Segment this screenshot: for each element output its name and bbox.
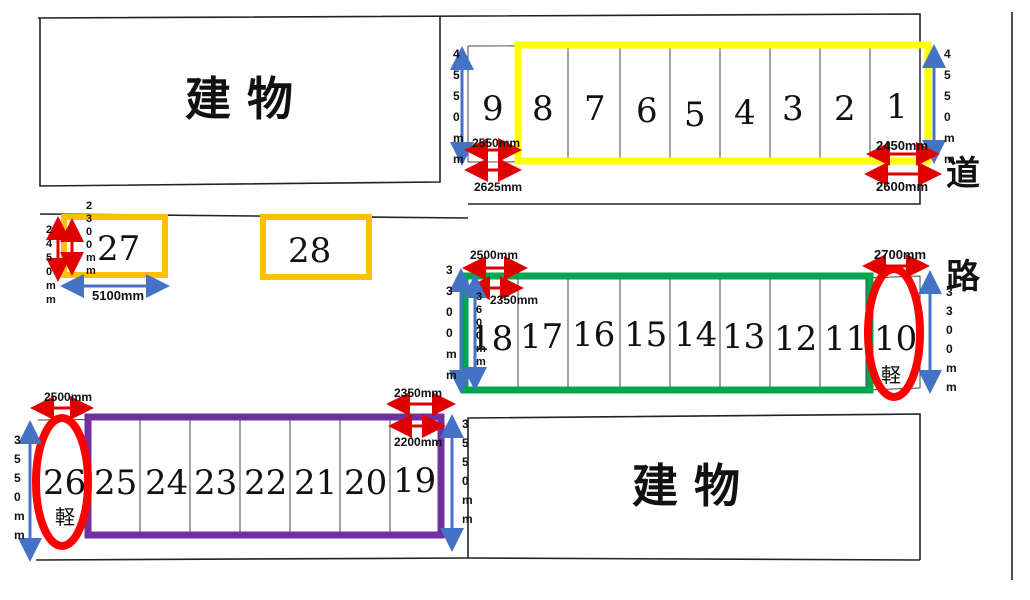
dim-2350-bottom: 2350mm: [394, 386, 442, 400]
space-14: 14: [674, 315, 717, 355]
space-4: 4: [734, 93, 756, 133]
dim-2600: 2600mm: [876, 179, 928, 194]
dim-2200: 2200mm: [394, 435, 442, 449]
space-26: 26: [43, 463, 86, 503]
space-2: 2: [834, 89, 856, 129]
row-top-spaces: 9 8 7 6 5 4 3 2 1: [467, 43, 921, 163]
space-5: 5: [684, 95, 706, 135]
space-9: 9: [482, 89, 504, 129]
yellow-group-frame: [514, 41, 932, 165]
dim-2625: 2625mm: [474, 180, 522, 194]
space-13: 13: [722, 317, 765, 357]
space-15: 15: [624, 315, 667, 355]
dim-2450-top: 2450mm: [876, 138, 928, 153]
dim-2350-mid: 2350mm: [490, 293, 538, 307]
space-8: 8: [532, 89, 554, 129]
dim-5100: 5100mm: [92, 288, 144, 303]
space-19: 19: [393, 461, 436, 501]
space-25: 25: [94, 463, 137, 503]
space-1: 1: [886, 87, 908, 127]
dim-2700: 2700mm: [874, 247, 926, 262]
building-label-top: 建 物: [185, 72, 293, 126]
kei-label-10: 軽: [881, 363, 901, 387]
space-22: 22: [244, 463, 287, 503]
row-bottom-spaces: 26 軽 25 24 23 22 21 20 19: [37, 415, 441, 536]
horizontal-dimension-labels: 2550mm 2625mm 2450mm 2600mm 5100mm 2500m…: [44, 136, 928, 449]
dim-2500-mid: 2500mm: [470, 248, 518, 262]
dim-2500-bottom: 2500mm: [44, 390, 92, 404]
space-17: 17: [520, 317, 563, 357]
building-label-bottom: 建 物: [632, 459, 740, 513]
building-bottom-right: 建 物: [467, 413, 921, 560]
dim-2550: 2550mm: [472, 136, 520, 150]
building-top-left: 建 物: [39, 16, 441, 187]
space-16: 16: [572, 315, 615, 355]
space-28: 28: [288, 231, 331, 271]
space-6: 6: [636, 91, 658, 131]
space-27: 27: [97, 229, 140, 269]
space-10: 10: [874, 319, 917, 359]
road-label-2: 路: [946, 257, 981, 297]
space-20: 20: [344, 463, 387, 503]
space-12: 12: [774, 319, 817, 359]
space-23: 23: [194, 463, 237, 503]
dimension-arrows: [18, 44, 946, 562]
space-7: 7: [584, 89, 606, 129]
orange-frame-28: [260, 214, 372, 280]
space-11: 11: [824, 319, 867, 359]
space-21: 21: [294, 463, 337, 503]
space-3: 3: [782, 89, 804, 129]
kei-label-26: 軽: [55, 505, 75, 529]
road-label-1: 道: [946, 154, 980, 194]
space-24: 24: [145, 463, 188, 503]
